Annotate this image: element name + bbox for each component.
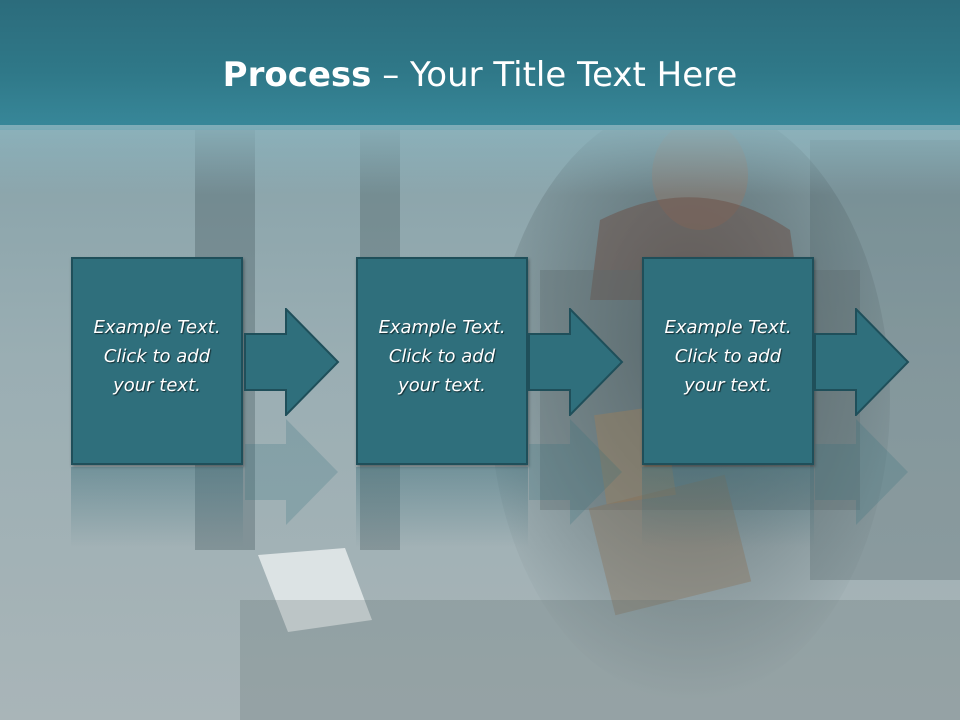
arrow-reflection [815, 419, 908, 525]
step-3-text: Example Text. Click to add your text. [644, 313, 812, 400]
step-1-text: Example Text. Click to add your text. [73, 313, 241, 400]
arrow-right-icon [244, 308, 340, 416]
title-separator: – [371, 55, 411, 95]
step-2-line-2: Click to add [388, 346, 496, 367]
step-3-line-2: Click to add [674, 346, 782, 367]
step-1-line-2: Click to add [103, 346, 211, 367]
arrow-reflection [529, 419, 622, 525]
step-3-line-1: Example Text. [664, 317, 792, 338]
process-step-2[interactable]: Example Text. Click to add your text. [356, 257, 528, 465]
step-2-text: Example Text. Click to add your text. [358, 313, 526, 400]
process-step-3[interactable]: Example Text. Click to add your text. [642, 257, 814, 465]
step-2-line-1: Example Text. [378, 317, 506, 338]
arrow-right-icon [528, 308, 624, 416]
step-3-line-3: your text. [684, 375, 772, 396]
step-1-line-3: your text. [113, 375, 201, 396]
arrow-right-icon [814, 308, 910, 416]
slide-title[interactable]: Process – Your Title Text Here [0, 52, 960, 98]
title-rest: Your Title Text Here [410, 55, 738, 95]
step-1-reflection [71, 467, 243, 547]
step-3-reflection [642, 467, 814, 547]
step-2-reflection [356, 467, 528, 547]
step-2-line-3: your text. [398, 375, 486, 396]
step-1-line-1: Example Text. [93, 317, 221, 338]
arrow-reflection [245, 419, 338, 525]
process-step-1[interactable]: Example Text. Click to add your text. [71, 257, 243, 465]
header-band [0, 0, 960, 130]
header-fade [0, 125, 960, 195]
title-strong: Process [222, 55, 372, 95]
